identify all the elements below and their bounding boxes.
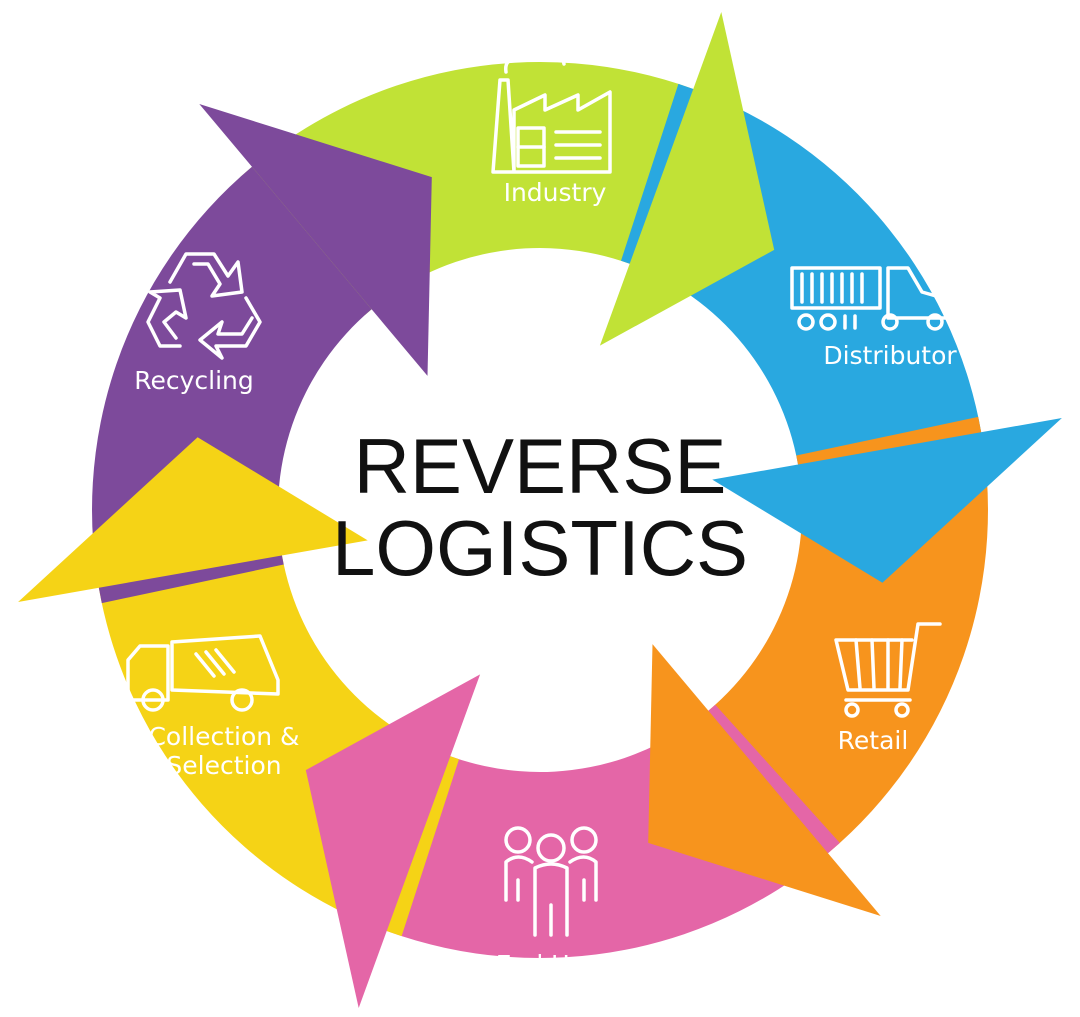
arrow-head-industry — [599, 12, 775, 346]
garbage-truck-icon — [126, 634, 280, 712]
arrow-head-retail — [648, 644, 881, 916]
people-icon — [504, 826, 598, 937]
arrow-head-collection — [18, 437, 368, 602]
factory-icon — [491, 49, 612, 174]
stage-label-recycling: Recycling — [134, 366, 254, 395]
arrow-head-end-user — [305, 674, 481, 1008]
stage-label-collection-line1: Collection & — [148, 722, 300, 751]
stage-label-retail: Retail — [837, 726, 909, 755]
stage-label-distributor: Distributor — [823, 341, 957, 370]
title-line-1: REVERSE — [353, 422, 727, 510]
stage-label-collection-line2: Selection — [166, 751, 282, 780]
stage-label-collection: Collection & Selection — [148, 722, 299, 780]
shopping-cart-icon — [834, 622, 942, 718]
arrow-head-recycling — [199, 104, 432, 376]
stage-label-industry: Industry — [503, 178, 607, 207]
title-line-2: LOGISTICS — [331, 504, 749, 592]
arrow-head-distributor — [712, 418, 1062, 583]
stage-label-end-user: End User — [495, 950, 609, 979]
recycle-icon — [146, 252, 262, 360]
truck-icon — [790, 266, 954, 331]
center-title: REVERSE LOGISTICS — [332, 425, 748, 589]
